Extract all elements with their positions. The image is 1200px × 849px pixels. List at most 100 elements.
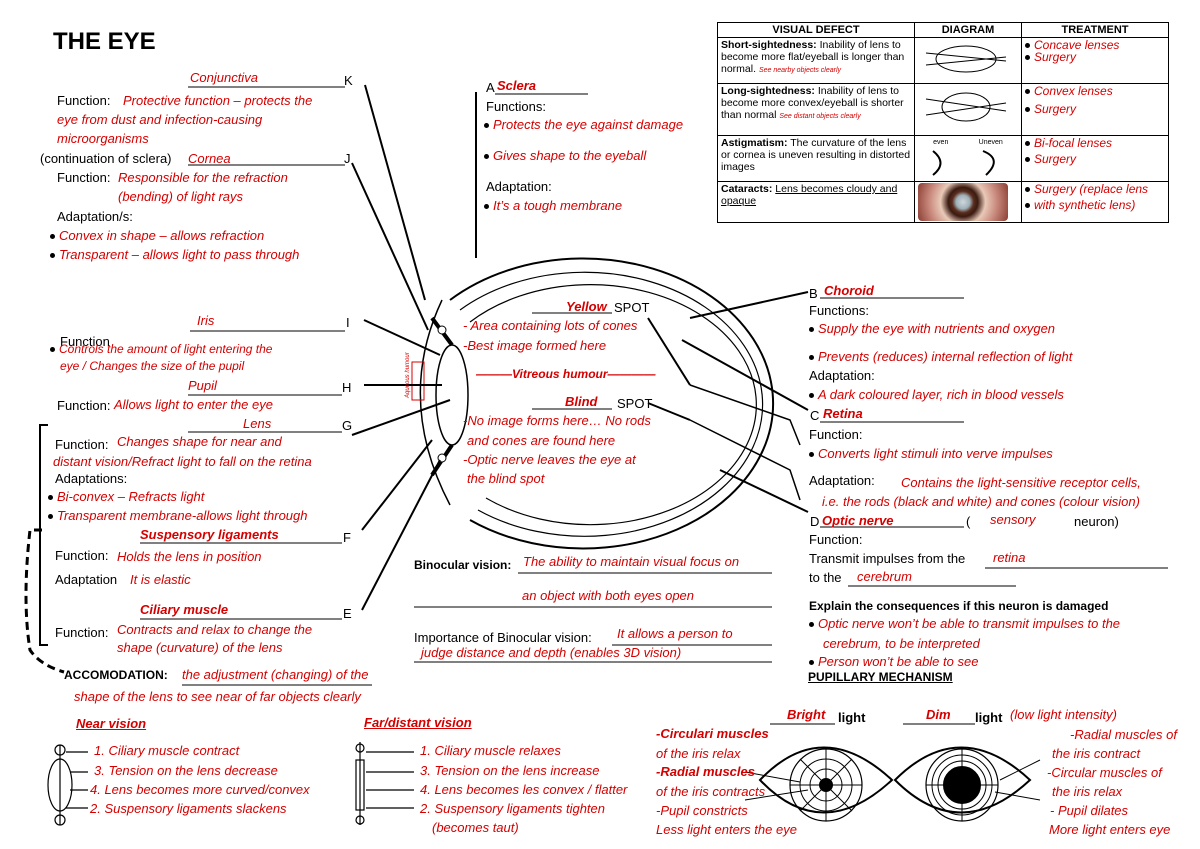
suspensory-function: Holds the lens in position	[117, 549, 262, 564]
conjunctiva-function: Protective function – protects the	[123, 93, 312, 108]
lens-adapt-1: Bi-convex – Refracts light	[48, 489, 204, 504]
sclera-func-label: Functions:	[486, 99, 546, 114]
far-step-1: 1. Ciliary muscle relaxes	[420, 743, 561, 758]
sclera-function-1: Protects the eye against damage	[484, 117, 683, 132]
optic-consequence-2: Person won’t be able to see	[809, 654, 978, 669]
lens-function-2: distant vision/Refract light to fall on …	[53, 454, 312, 469]
blind-label: Blind	[565, 394, 598, 409]
conjunctiva-label: Conjunctiva	[190, 70, 258, 85]
defect-cell: Long-sightedness: Inability of lens to b…	[718, 84, 915, 136]
cornea-adapt-2: Transparent – allows light to pass throu…	[50, 247, 299, 262]
binocular-imp-label: Importance of Binocular vision:	[414, 630, 592, 645]
near-step-4: 2. Suspensory ligaments slackens	[90, 801, 287, 816]
lens-adapt-2: Transparent membrane-allows light throug…	[48, 508, 308, 523]
dim-light-word: light	[975, 710, 1002, 725]
defect-cell: Astigmatism: The curvature of the lens o…	[718, 136, 915, 182]
lens-function: Changes shape for near and	[117, 434, 282, 449]
letter-h: H	[342, 380, 351, 395]
suspensory-adapt: It is elastic	[130, 572, 191, 587]
cornea-function-2: (bending) of light rays	[118, 189, 243, 204]
retina-adapt-label: Adaptation:	[809, 473, 875, 488]
dim-step-3: -Circular muscles of	[1047, 765, 1162, 780]
bright-eye-diagram	[745, 748, 892, 822]
choroid-function-1: Supply the eye with nutrients and oxygen	[809, 321, 1055, 336]
binocular-imp-1: It allows a person to	[617, 626, 733, 641]
bright-step-1: -Circulari muscles	[656, 726, 769, 741]
ciliary-label: Ciliary muscle	[140, 602, 228, 617]
binocular-label: Binocular vision:	[414, 558, 511, 572]
yellow-desc-1: - Area containing lots of cones	[463, 318, 637, 333]
retina-label: Retina	[823, 406, 863, 421]
far-vision-title: Far/distant vision	[364, 715, 472, 730]
conjunctiva-function-2: eye from dust and infection-causing	[57, 112, 262, 127]
table-header: VISUAL DEFECT	[718, 23, 915, 38]
near-vision-diagram	[48, 745, 88, 825]
retina-func-label: Function:	[809, 427, 862, 442]
cornea-adapt-label: Adaptation/s:	[57, 209, 133, 224]
accommodation-label: ACCOMODATION:	[64, 668, 168, 682]
diagram-cell	[915, 38, 1022, 84]
lens-func-label: Function:	[55, 437, 108, 452]
near-step-3: 4. Lens becomes more curved/convex	[90, 782, 310, 797]
ciliary-function: Contracts and relax to change the	[117, 622, 312, 637]
letter-f: F	[343, 530, 351, 545]
cornea-func-label: Function:	[57, 170, 110, 185]
iris-function: Controls the amount of light entering th…	[50, 342, 272, 356]
suspensory-adapt-label: Adaptation	[55, 572, 117, 587]
binocular-imp-2: judge distance and depth (enables 3D vis…	[421, 645, 681, 660]
sclera-adapt-label: Adaptation:	[486, 179, 552, 194]
optic-neuron-type: sensory	[990, 512, 1036, 527]
bright-step-3: -Radial muscles	[656, 764, 755, 779]
table-row: Astigmatism: The curvature of the lens o…	[718, 136, 1169, 182]
yellow-label: Yellow	[566, 299, 607, 314]
iris-function-2: eye / Changes the size of the pupil	[60, 359, 244, 373]
pupillary-title: PUPILLARY MECHANISM	[808, 670, 953, 684]
letter-a: A	[486, 80, 495, 95]
defect-cell: Cataracts: Lens becomes cloudy and opaqu…	[718, 182, 915, 223]
bright-label: Bright	[787, 707, 825, 722]
visual-defect-table: VISUAL DEFECT DIAGRAM TREATMENT Short-si…	[717, 22, 1169, 223]
dim-step-6: More light enters eye	[1049, 822, 1170, 837]
blind-desc-4: the blind spot	[467, 471, 544, 486]
table-row: Short-sightedness: Inability of lens to …	[718, 38, 1169, 84]
table-row: Long-sightedness: Inability of lens to b…	[718, 84, 1169, 136]
yellow-spot-label: SPOT	[614, 300, 649, 315]
dim-label: Dim	[926, 707, 951, 722]
diagram-cell	[915, 84, 1022, 136]
cornea-adapt-1: Convex in shape – allows refraction	[50, 228, 264, 243]
suspensory-func-label: Function:	[55, 548, 108, 563]
dim-step-5: - Pupil dilates	[1050, 803, 1128, 818]
letter-i: I	[346, 315, 350, 330]
diagram-cell	[915, 182, 1022, 223]
optic-consequence-1b: cerebrum, to be interpreted	[823, 636, 980, 651]
sclera-adapt: It’s a tough membrane	[484, 198, 622, 213]
choroid-label: Choroid	[824, 283, 874, 298]
letter-g: G	[342, 418, 352, 433]
bright-step-5: -Pupil constricts	[656, 803, 748, 818]
yellow-desc-2: -Best image formed here	[463, 338, 606, 353]
sclera-label: Sclera	[497, 78, 536, 93]
conjunctiva-function-3: microorganisms	[57, 131, 149, 146]
near-step-2: 3. Tension on the lens decrease	[94, 763, 278, 778]
letter-k: K	[344, 73, 353, 88]
letter-e: E	[343, 606, 352, 621]
retina-adapt: Contains the light-sensitive receptor ce…	[901, 475, 1141, 490]
optic-to-label: to the	[809, 570, 842, 585]
optic-neuron: neuron)	[1074, 514, 1119, 529]
accommodation-def-2: shape of the lens to see near of far obj…	[74, 689, 361, 704]
pupil-function: Allows light to enter the eye	[114, 397, 273, 412]
sclera-function-2: Gives shape to the eyeball	[484, 148, 646, 163]
table-header: TREATMENT	[1022, 23, 1169, 38]
ciliary-function-2: shape (curvature) of the lens	[117, 640, 282, 655]
choroid-adapt-label: Adaptation:	[809, 368, 875, 383]
table-header-row: VISUAL DEFECT DIAGRAM TREATMENT	[718, 23, 1169, 38]
choroid-function-2: Prevents (reduces) internal reflection o…	[809, 349, 1072, 364]
page-title: THE EYE	[53, 28, 156, 56]
letter-c: C	[810, 408, 819, 423]
bright-light-word: light	[838, 710, 865, 725]
far-step-3: 4. Lens becomes les convex / flatter	[420, 782, 627, 797]
pupil-label: Pupil	[188, 378, 217, 393]
